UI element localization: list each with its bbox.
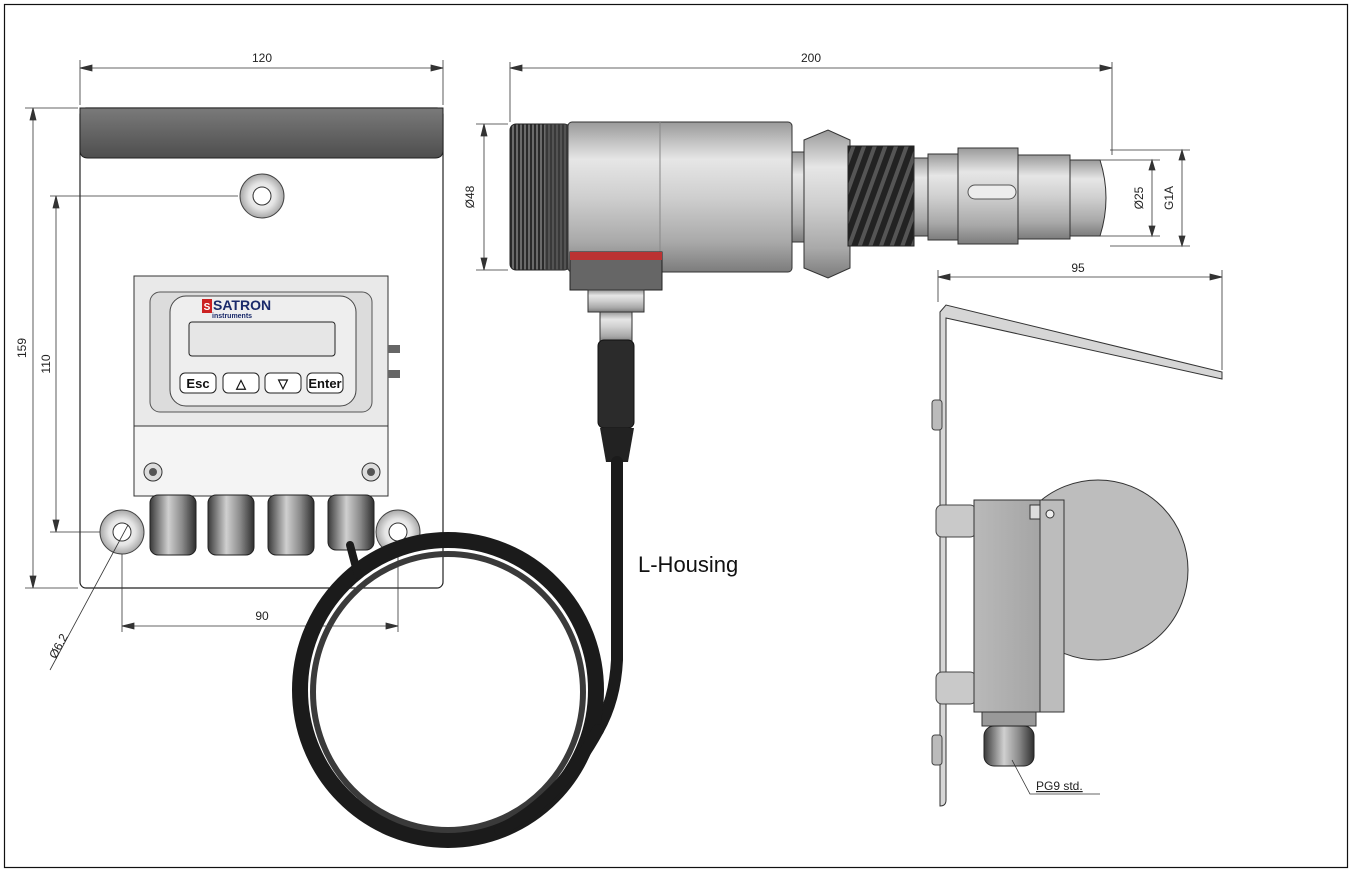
drawing-frame [3,3,1349,869]
brand-sub: instruments [212,313,252,320]
dim-sensor-diameter: Ø48 [463,185,477,208]
side-screw-bottom [388,370,400,378]
dim-hole-horizontal: 90 [255,609,269,623]
dim-tip-diameter: Ø25 [1132,186,1146,209]
dim-bracket-depth: 95 [1071,261,1085,275]
brand-mark: S [204,302,211,313]
threaded-section [847,145,915,247]
lcd-screen [188,321,336,357]
enter-button[interactable] [306,372,344,394]
satron-logo-mark [202,299,212,313]
brand-name: SATRON [213,297,271,313]
sensor-tip [1069,159,1107,237]
dim-height: 159 [15,338,29,358]
up-button[interactable] [222,372,260,394]
sensor-body [567,121,793,273]
cable-gland-side [983,725,1035,767]
housing-side [973,499,1047,713]
top-lid [79,107,444,159]
side-screw-top [388,345,400,353]
sensor-dimensions [476,62,1190,271]
side-dimensions [937,270,1223,795]
cable-glands [149,494,375,556]
mounting-bracket [939,304,1223,807]
enter-label: Enter [308,376,341,391]
up-label: △ [235,376,247,391]
side-view [931,304,1223,807]
esc-button[interactable] [179,372,217,394]
dim-hole-diameter: Ø6.2 [46,631,71,661]
cable-connector [597,339,635,429]
down-button[interactable] [264,372,302,394]
sensor-probe [509,121,1107,462]
keypad: Esc △ ▽ Enter [179,372,344,394]
dim-width: 120 [252,51,272,65]
dim-thread: G1A [1162,186,1176,210]
dim-sensor-length: 200 [801,51,821,65]
gland-label: PG9 std. [1036,779,1083,793]
enclosure: S SATRON instruments Esc △ ▽ Enter [79,107,444,589]
esc-label: Esc [186,376,209,391]
down-label: ▽ [277,376,289,391]
hex-nut [803,129,851,279]
dim-hole-vertical: 110 [39,354,53,373]
cable [292,456,623,848]
housing-label: L-Housing [638,552,738,577]
enclosure-dimensions [25,60,444,671]
